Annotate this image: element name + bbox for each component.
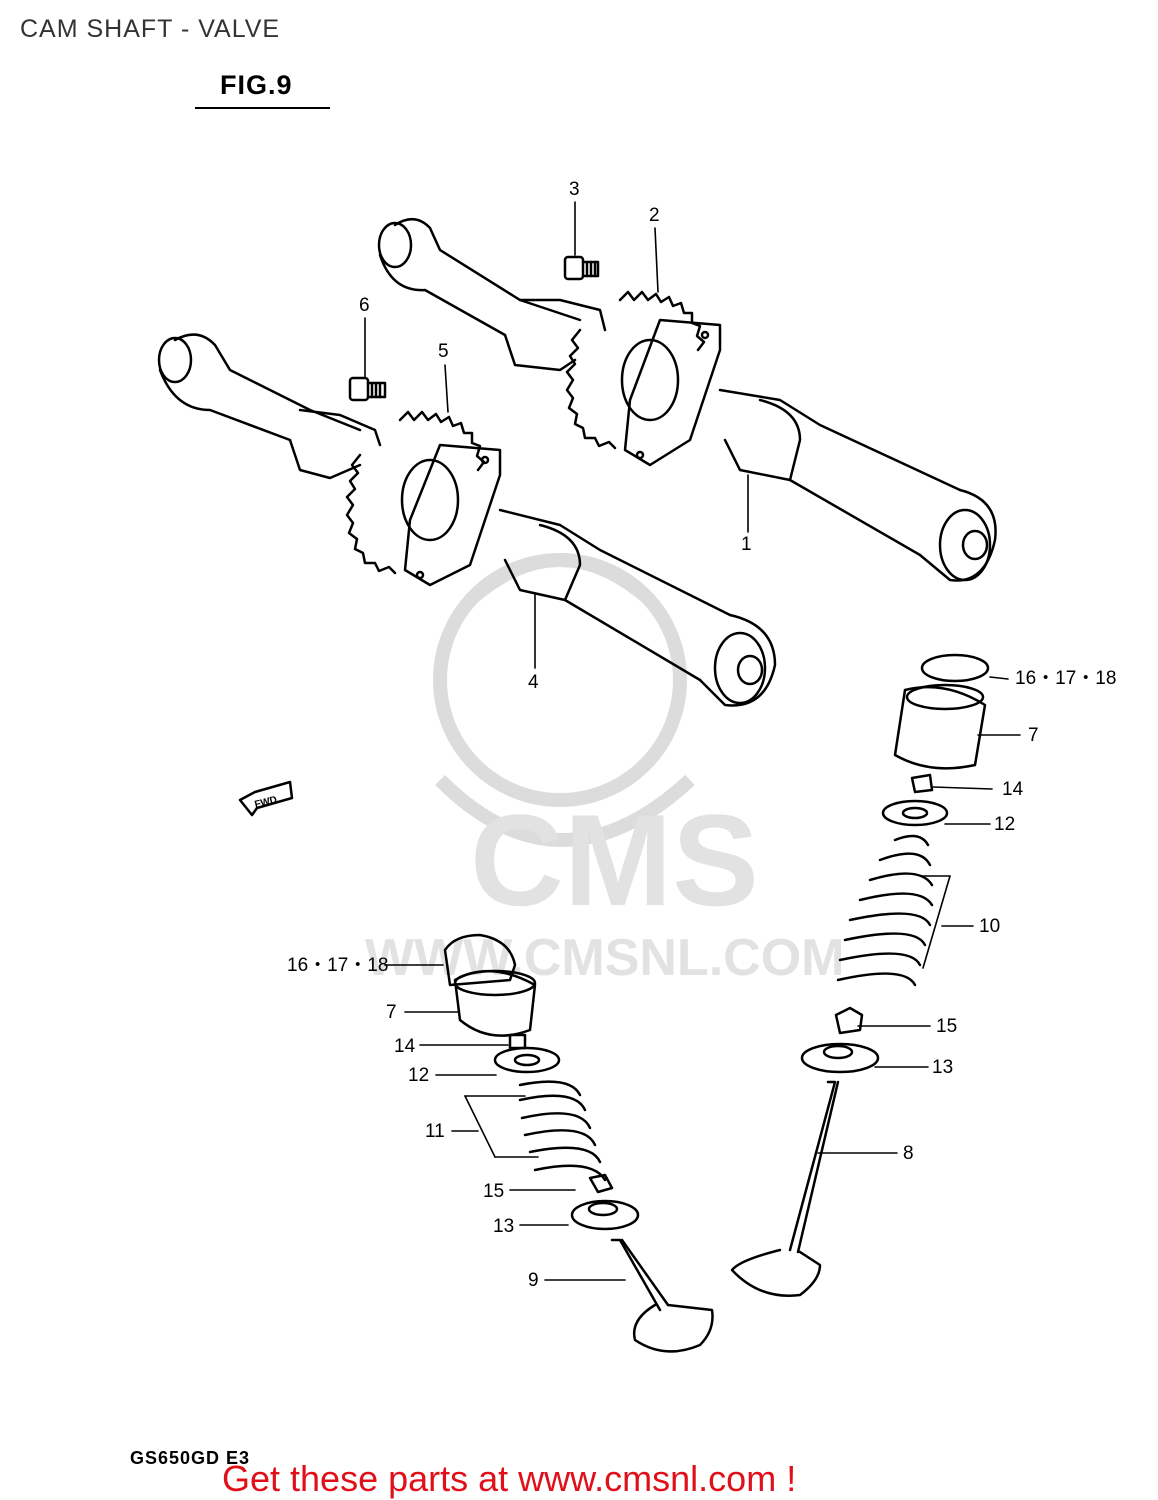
callout-14-left: 14 (394, 1036, 416, 1057)
bolt-3 (563, 255, 600, 281)
callout-11: 11 (425, 1121, 445, 1142)
callout-6: 6 (359, 295, 370, 316)
sprocket-2 (565, 290, 722, 467)
callout-13-left: 13 (493, 1216, 515, 1237)
bolt-6 (348, 376, 387, 402)
fwd-label: FWD (254, 794, 279, 810)
callout-3: 3 (569, 179, 580, 200)
callout-2: 2 (649, 205, 660, 226)
callout-8: 8 (903, 1143, 914, 1164)
callout-12-left: 12 (408, 1065, 430, 1086)
svg-text:CMS: CMS (470, 787, 759, 933)
camshaft-4 (157, 333, 777, 707)
callout-13-right: 13 (932, 1057, 954, 1078)
callout-15-left: 15 (483, 1181, 505, 1202)
figure-underline (195, 107, 330, 109)
callout-12-right: 12 (994, 814, 1016, 835)
page-title: CAM SHAFT - VALVE (20, 15, 281, 43)
footer-shop-link[interactable]: Get these parts at www.cmsnl.com ! (222, 1458, 797, 1499)
callout-4: 4 (528, 672, 539, 693)
leader-lines (364, 201, 1021, 1281)
sprocket-5 (345, 410, 502, 587)
valve-assembly-right (730, 653, 990, 1297)
callout-5: 5 (438, 341, 449, 362)
model-code: GS650GD E3 (130, 1448, 251, 1468)
callout-15-right: 15 (936, 1016, 958, 1037)
callout-16-17-18-right: 16・17・18 (1015, 668, 1117, 689)
callout-7-left: 7 (386, 1002, 397, 1023)
fwd-arrow (238, 780, 294, 817)
camshaft-1 (377, 218, 997, 582)
callout-10: 10 (979, 916, 1001, 937)
figure-label: FIG.9 (220, 70, 293, 100)
callout-7-right: 7 (1028, 725, 1039, 746)
callout-9: 9 (528, 1270, 539, 1291)
callout-1: 1 (741, 534, 752, 555)
callout-14-right: 14 (1002, 779, 1024, 800)
valve-assembly-left (443, 933, 714, 1353)
callout-16-17-18-left: 16・17・18 (287, 955, 389, 976)
